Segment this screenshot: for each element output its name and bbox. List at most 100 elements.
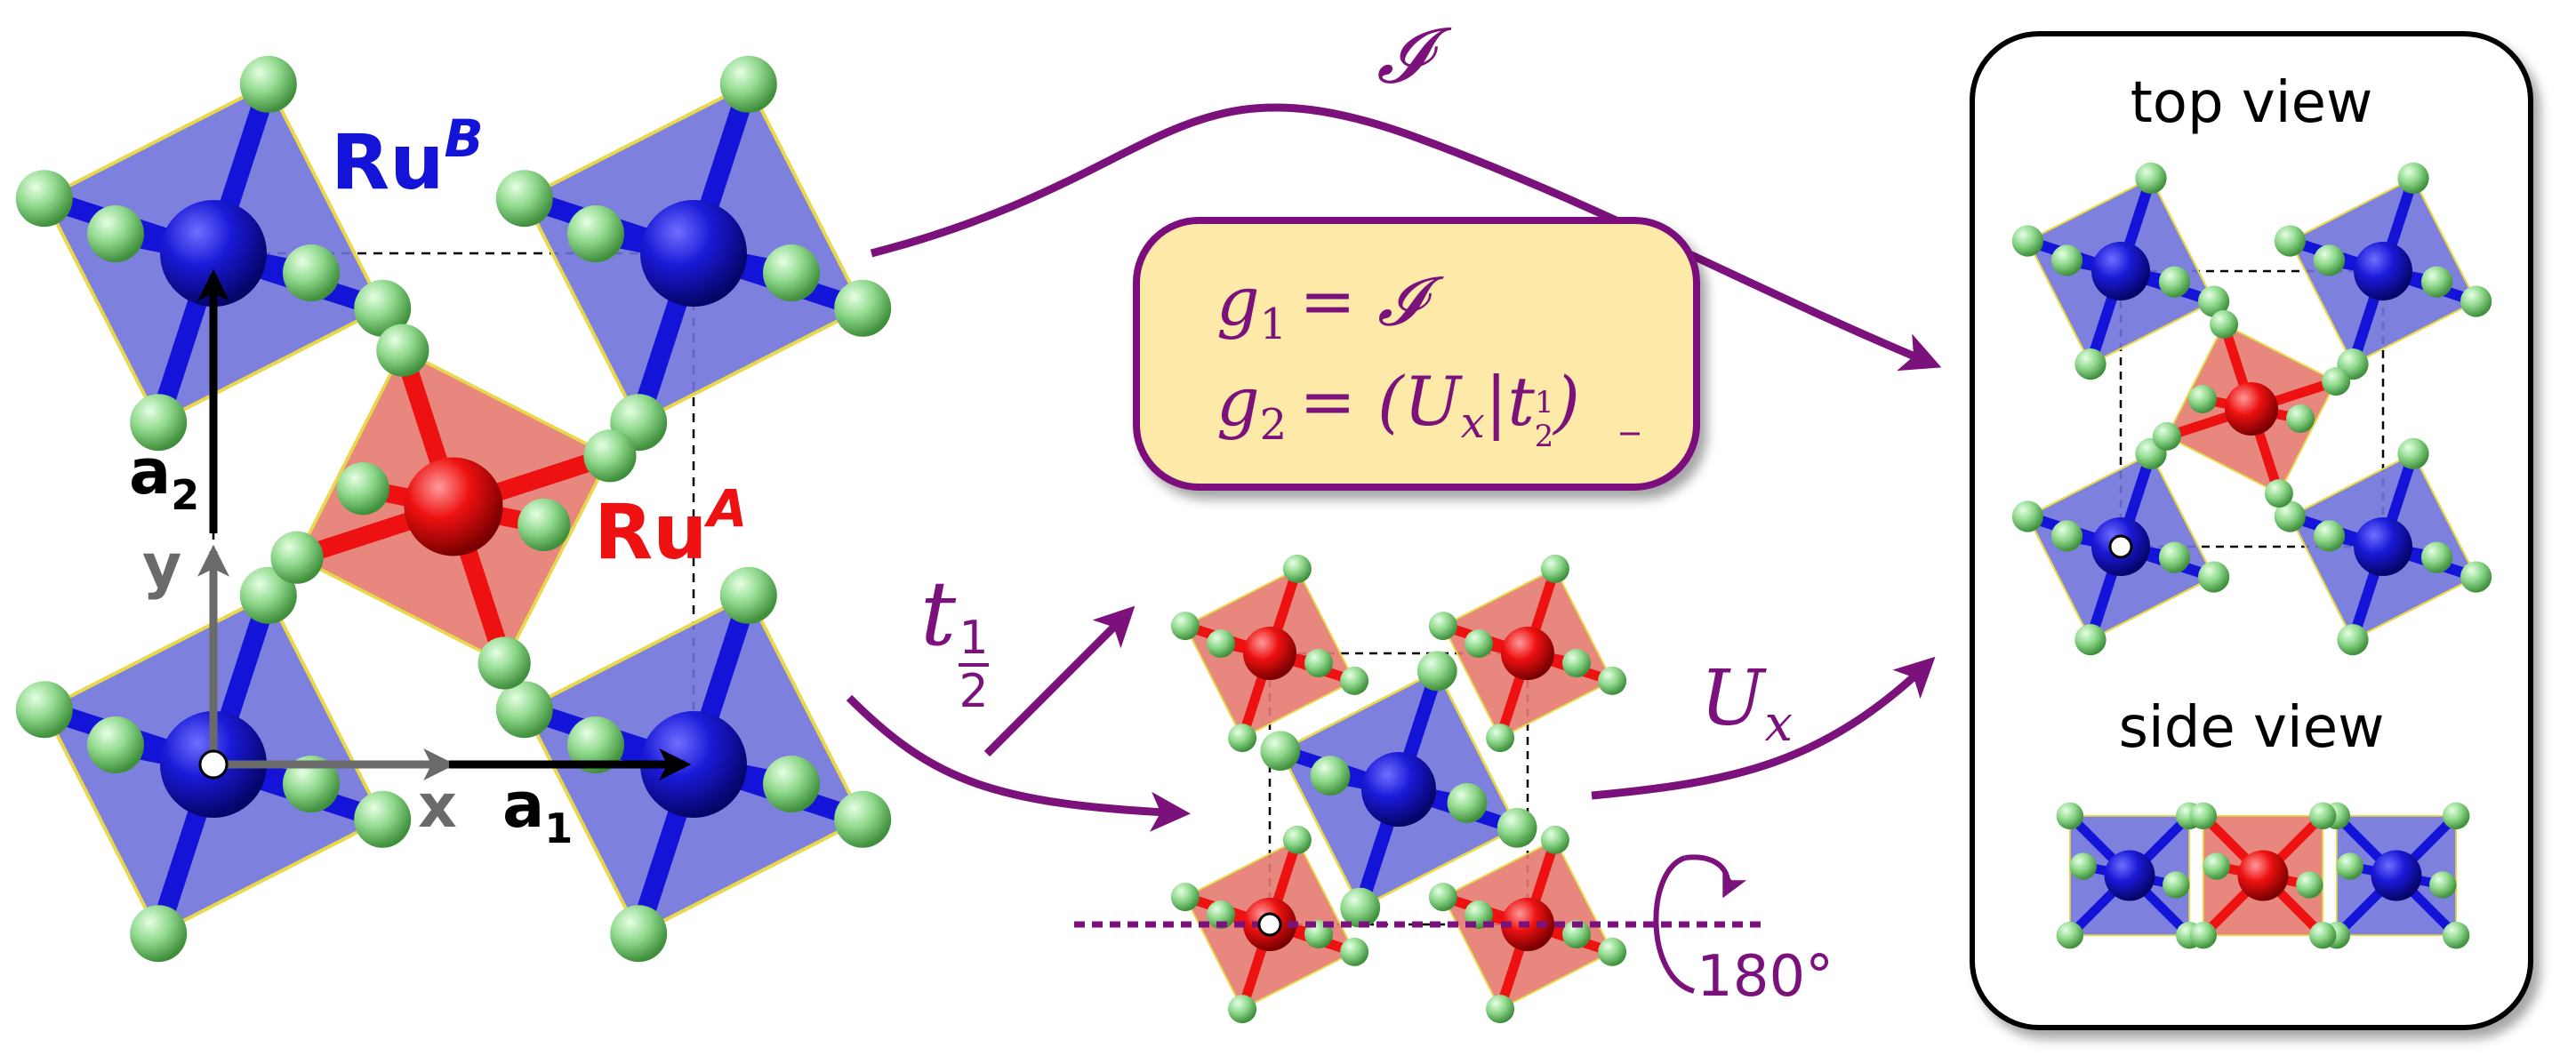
oxygen-atom xyxy=(15,681,73,739)
oxygen-atom xyxy=(495,170,553,228)
side-view-blue-octahedron-1 xyxy=(2056,802,2203,949)
oxygen-atom xyxy=(130,905,188,963)
ru-b-atom xyxy=(640,711,747,818)
oxygen-atom xyxy=(1310,756,1351,796)
oxygen-atom xyxy=(1282,554,1312,583)
oxygen-atom xyxy=(1340,887,1381,928)
middle-origin-marker xyxy=(1257,912,1282,937)
ru-a-atom xyxy=(2225,382,2278,436)
oxygen-atom xyxy=(2429,871,2457,899)
y-axis-label: y xyxy=(142,532,181,602)
oxygen-atom xyxy=(2074,624,2107,656)
oxygen-atom xyxy=(2442,802,2470,830)
top-view-blue-octahedron-1 xyxy=(2011,162,2230,380)
oxygen-atom xyxy=(1465,629,1493,658)
ru-b-atom xyxy=(2371,850,2422,901)
translation-arrow xyxy=(846,694,1191,832)
oxygen-atom xyxy=(1170,883,1200,912)
top-view-origin-marker xyxy=(2108,534,2133,559)
oxygen-atom xyxy=(1228,995,1257,1024)
oxygen-atom xyxy=(2397,437,2429,469)
oxygen-atom xyxy=(239,55,297,113)
t-label: t xyxy=(920,562,957,666)
lattice-vectors xyxy=(197,268,692,780)
oxygen-atom xyxy=(1540,554,1569,583)
oxygen-atom xyxy=(2188,385,2217,413)
origin-marker xyxy=(198,749,229,780)
oxygen-atom xyxy=(2442,921,2470,949)
oxygen-atom xyxy=(283,244,340,301)
oxygen-atom xyxy=(1207,629,1235,658)
oxygen-atom xyxy=(2158,266,2191,298)
blue-octahedron-2 xyxy=(495,55,892,452)
oxygen-atom xyxy=(2152,421,2181,451)
oxygen-atom xyxy=(1228,724,1257,753)
left-structure xyxy=(15,55,892,963)
oxygen-atom xyxy=(2313,244,2346,276)
oxygen-atom xyxy=(1486,995,1515,1024)
oxygen-atom xyxy=(1598,937,1627,966)
oxygen-atom xyxy=(2198,561,2230,593)
top-view-blue-octahedron-3 xyxy=(2011,437,2230,656)
ru-b-atom xyxy=(2354,242,2412,300)
x-axis-label: x xyxy=(418,772,457,842)
middle-structure xyxy=(1074,554,1761,1024)
translation-label: t 1 2 xyxy=(920,562,989,718)
oxygen-atom xyxy=(2336,852,2363,880)
ru-a-atom xyxy=(404,457,503,556)
oxygen-atom xyxy=(2274,225,2306,257)
oxygen-atom xyxy=(2189,921,2218,949)
oxygen-atom xyxy=(239,566,297,624)
oxygen-atom xyxy=(763,244,820,301)
oxygen-atom xyxy=(2337,624,2369,656)
oxygen-atom xyxy=(2420,541,2453,573)
oxygen-atom xyxy=(270,531,324,584)
oxygen-atom xyxy=(2460,285,2492,317)
oxygen-atom xyxy=(1486,724,1515,753)
oxygen-atom xyxy=(2203,852,2230,880)
oxygen-atom xyxy=(1304,649,1333,677)
oxygen-atom xyxy=(1340,937,1369,966)
ru-b-atom xyxy=(640,200,747,307)
oxygen-atom xyxy=(1562,920,1591,948)
oxygen-atom xyxy=(130,394,188,452)
oxygen-atom xyxy=(2308,802,2337,830)
ru-b-atom xyxy=(160,200,267,307)
ru-a-atom xyxy=(1501,627,1554,680)
oxygen-atom xyxy=(1428,612,1457,641)
oxygen-atom xyxy=(354,279,412,337)
t-half-numerator: 1 xyxy=(959,612,988,665)
oxygen-atom xyxy=(376,324,429,377)
side-view-title: side view xyxy=(2119,695,2385,761)
middle-red-octahedron-2 xyxy=(1428,554,1627,753)
a2-label: a2 xyxy=(129,436,199,519)
ru-a-atom xyxy=(1243,627,1296,680)
oxygen-atom xyxy=(2210,309,2239,339)
t-half-denominator: 2 xyxy=(959,665,988,718)
translation-direction-arrow xyxy=(983,605,1136,757)
oxygen-atom xyxy=(2420,266,2453,298)
oxygen-atom xyxy=(1598,666,1627,695)
middle-red-octahedron-1 xyxy=(1170,554,1369,753)
oxygen-atom xyxy=(1340,666,1369,695)
oxygen-atom xyxy=(2056,921,2084,949)
oxygen-atom xyxy=(2011,225,2043,257)
oxygen-atom xyxy=(719,566,777,624)
oxygen-atom xyxy=(1562,649,1591,677)
oxygen-atom xyxy=(1170,612,1200,641)
oxygen-atom xyxy=(477,636,531,690)
oxygen-atom xyxy=(1540,825,1569,854)
top-view-unit-cell xyxy=(2119,269,2385,548)
inversion-symbol: 𝓘 xyxy=(1376,12,1452,100)
oxygen-atom xyxy=(87,205,144,262)
oxygen-atom xyxy=(2011,500,2043,532)
oxygen-atom xyxy=(1282,825,1312,854)
left-labels: RuB RuA a2 y x a1 xyxy=(129,108,747,852)
top-view-blue-octahedron-2 xyxy=(2274,162,2492,380)
ru-a-label: RuA xyxy=(594,478,747,577)
oxygen-atom xyxy=(495,681,553,739)
views-panel: top view side view xyxy=(1970,31,2533,1030)
oxygen-atom xyxy=(2158,541,2191,573)
oxygen-atom xyxy=(583,429,637,483)
oxygen-atom xyxy=(1497,807,1537,848)
